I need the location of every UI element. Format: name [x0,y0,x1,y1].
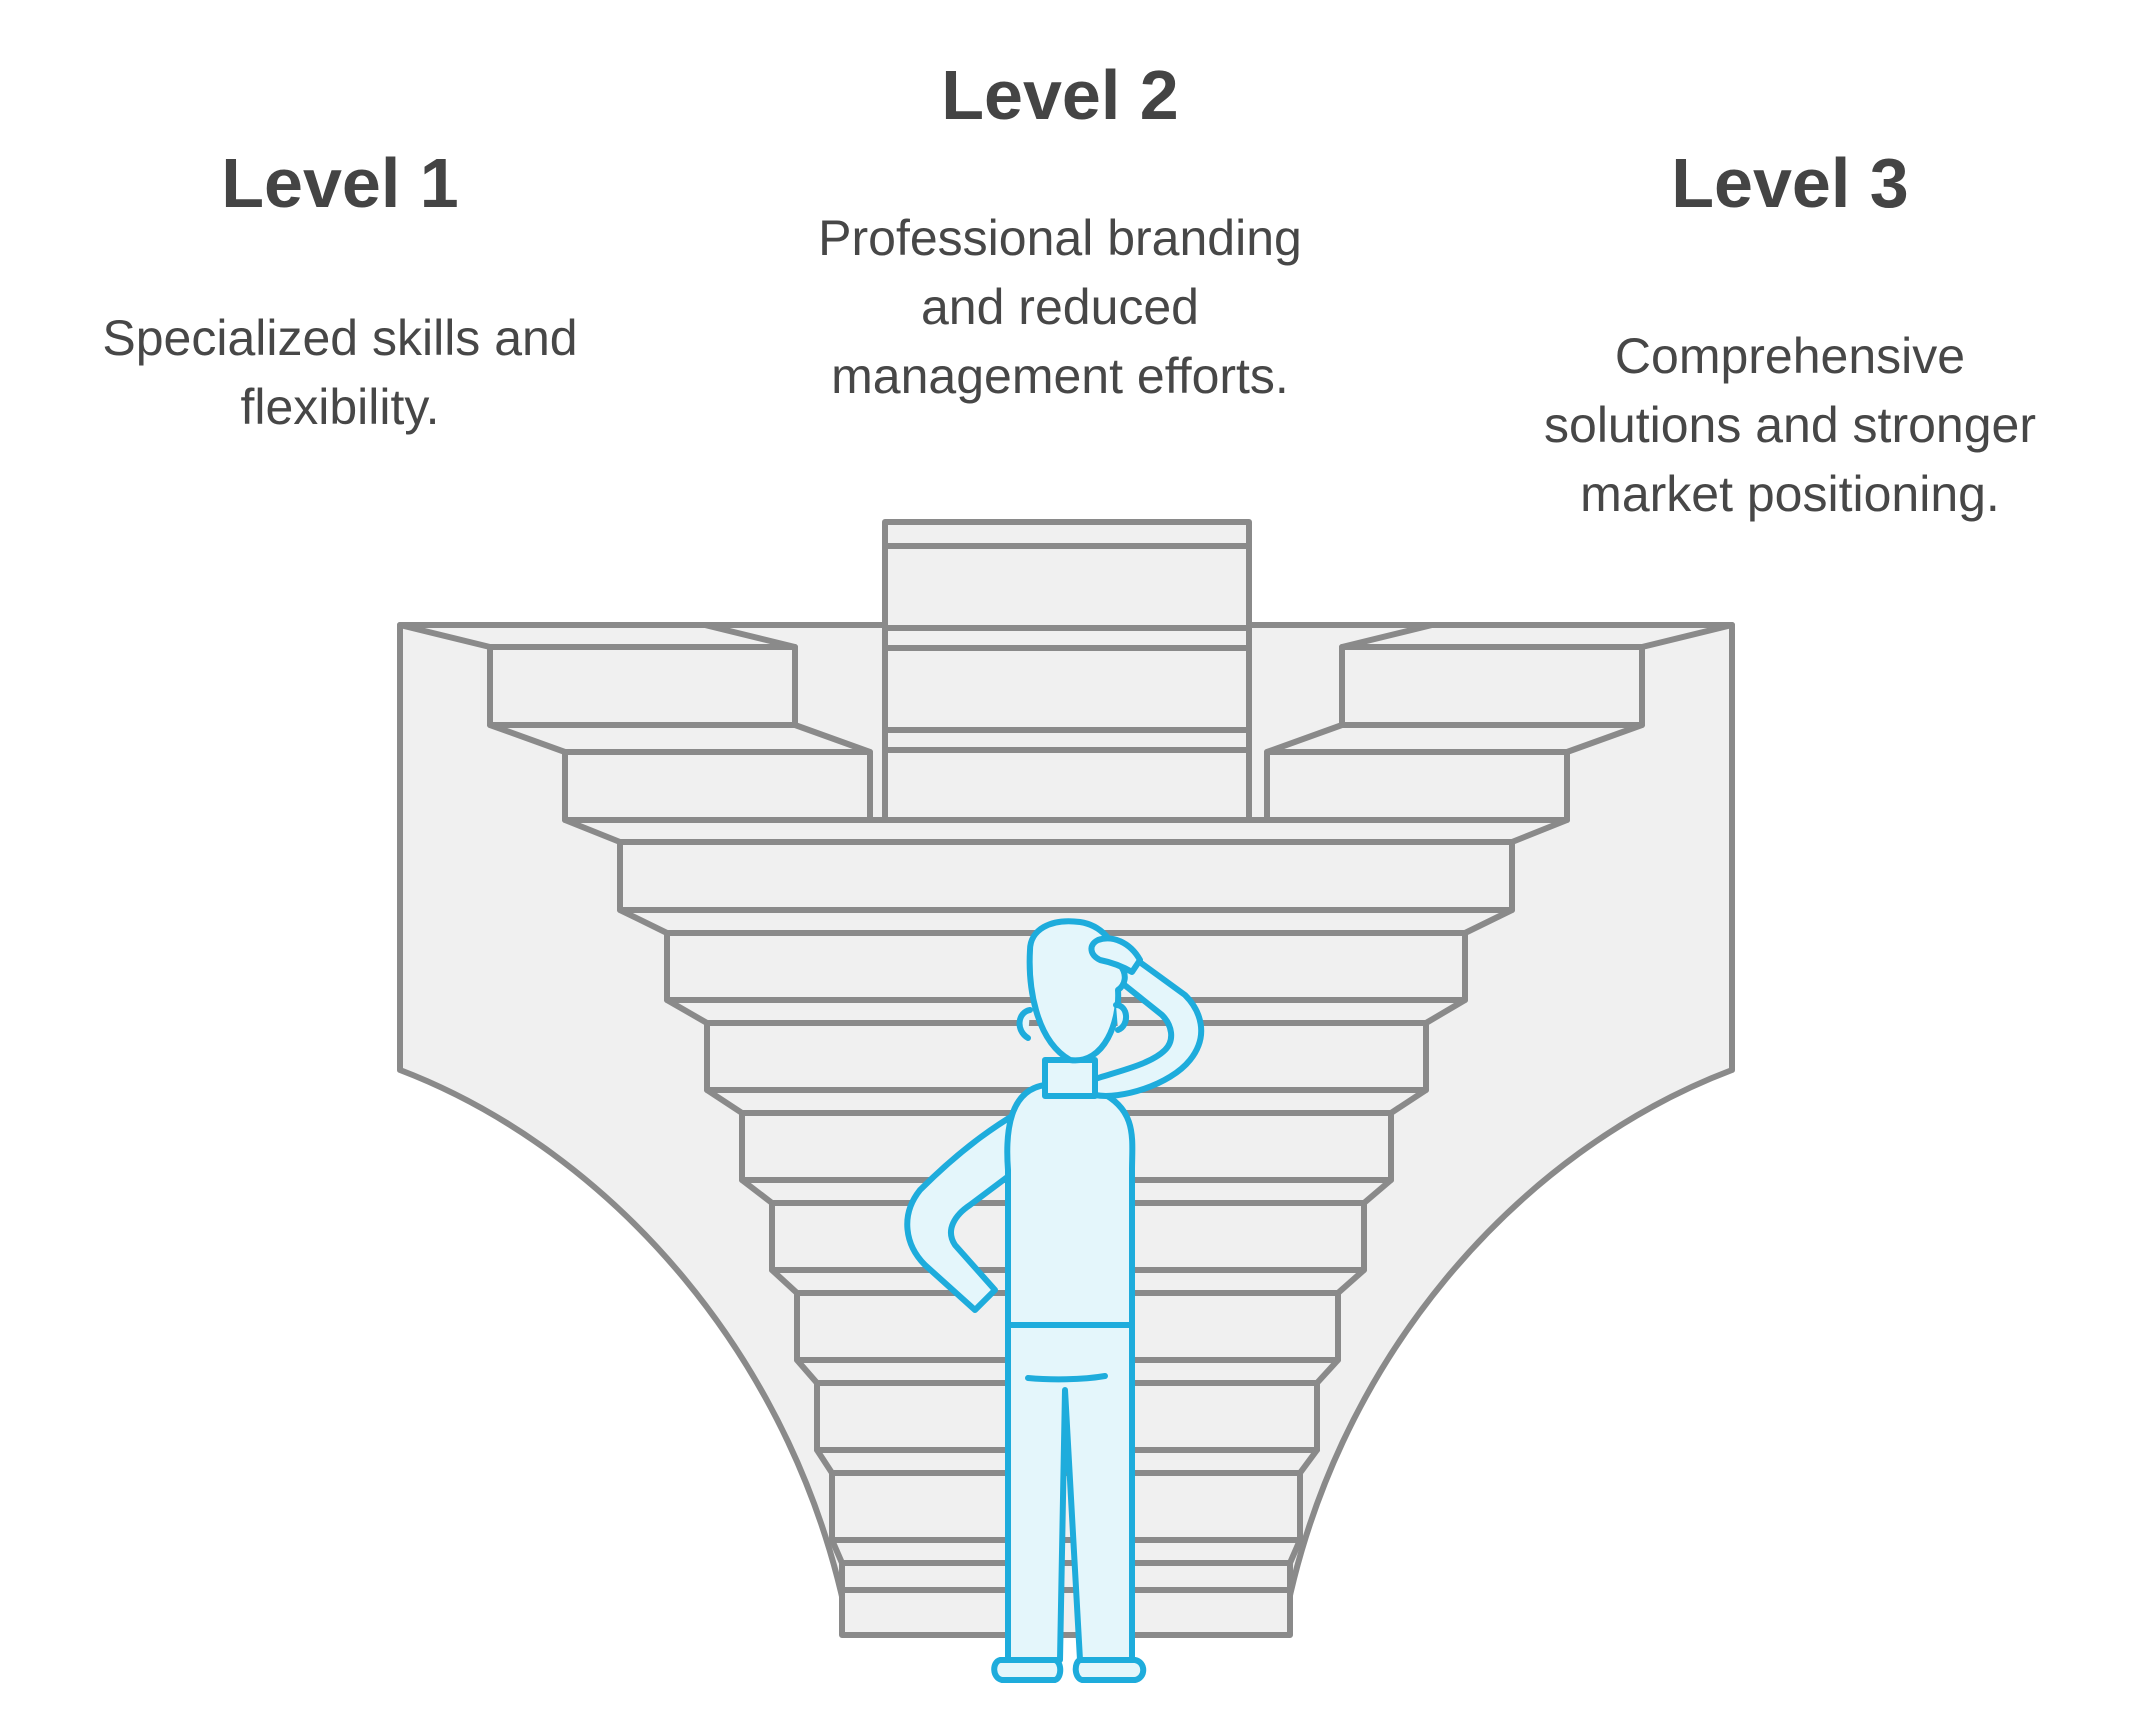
level-2-title: Level 2 [941,56,1179,134]
level-3-description-line: solutions and stronger [1544,397,2036,453]
person-right-foot [1072,1657,1147,1683]
level-3-block: Level 3 Comprehensive solutions and stro… [1490,148,2090,529]
level-3-description-line: Comprehensive [1614,328,1966,384]
level-1-block: Level 1 Specialized skills and flexibili… [40,148,640,442]
level-2-description-line: management efforts. [831,348,1289,404]
level-3-description-line: market positioning. [1580,466,2000,522]
person-neck [1042,1057,1098,1099]
level-3-description: Comprehensive solutions and stronger mar… [1490,322,2090,529]
level-2-block: Level 2 Professional branding and reduce… [760,60,1360,411]
right-lower-step [1264,749,1570,823]
level-1-description-line: flexibility. [240,379,440,435]
thinking-person-icon [904,918,1205,1683]
center-tower [882,519,1252,823]
level-2-description: Professional branding and reduced manage… [760,204,1360,411]
level-1-description-line: Specialized skills and [102,310,578,366]
left-lower-step [562,749,873,823]
level-3-title: Level 3 [1671,144,1909,222]
person-left-foot [991,1657,1064,1683]
level-1-title: Level 1 [221,144,459,222]
right-lower-step-top [1264,722,1645,755]
level-2-description-line: and reduced [920,279,1199,335]
level-1-description: Specialized skills and flexibility. [40,304,640,442]
left-upper-step [487,644,798,728]
level-2-description-line: Professional branding [818,210,1302,266]
person-torso [1004,1082,1136,1328]
left-lower-step-top [487,722,873,755]
right-upper-step [1339,644,1645,728]
person-hand [1088,935,1143,975]
